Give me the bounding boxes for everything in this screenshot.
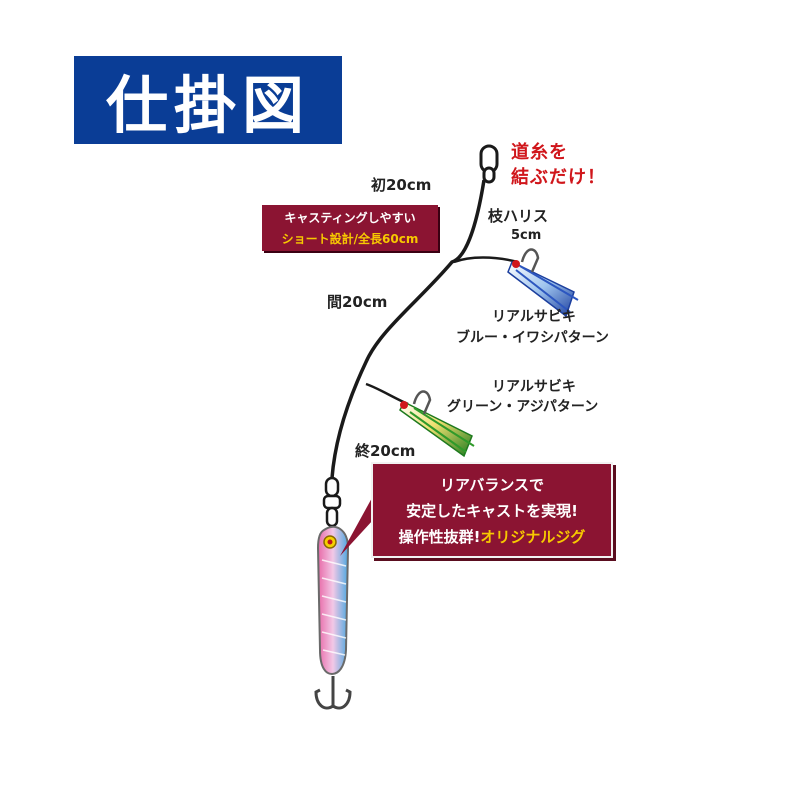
sabiki-lure-green (399, 390, 475, 458)
page-title: 仕掛図 (105, 69, 310, 142)
top-swivel (479, 144, 499, 184)
promo-line-1: キャスティングしやすい (284, 211, 416, 225)
branch-leader-2 (365, 382, 409, 406)
branch-leader-length: 5cm (511, 228, 542, 243)
jig-callout-line-1: リアバランスで (439, 476, 545, 494)
jig-swivels (322, 476, 342, 528)
sabiki-1-label: リアルサビキ (492, 306, 576, 326)
last-section-label: 終20cm (355, 442, 416, 460)
sabiki-2-name: リアルサビキ (492, 379, 576, 395)
sabiki-2-pattern: グリーン・アジパターン (447, 399, 599, 415)
branch-leader-title: 枝ハリス (488, 207, 549, 225)
metal-jig (316, 525, 350, 676)
callout-pointer (340, 496, 373, 556)
first-section-label: 初20cm (371, 176, 432, 194)
jig-callout-line-3: 操作性抜群!オリジナルジグ (373, 526, 611, 547)
branch-leader-1 (453, 256, 519, 264)
jig-callout-highlight: オリジナルジグ (480, 528, 586, 546)
sabiki-1-name: リアルサビキ (492, 309, 576, 325)
jig-callout-prefix: 操作性抜群! (398, 528, 481, 546)
promo-badge: キャスティングしやすい ショート設計/全長60cm (262, 205, 438, 251)
jig-callout-box: リアバランスで 安定したキャストを実現! 操作性抜群!オリジナルジグ (371, 462, 613, 558)
main-line (330, 179, 486, 479)
title-banner: 仕掛図 (74, 56, 342, 144)
callout-line-2: 結ぶだけ！ (511, 167, 606, 188)
promo-line-2: ショート設計/全長60cm (281, 232, 419, 246)
treble-hook (314, 676, 352, 710)
sabiki-lure-blue (507, 248, 579, 318)
main-line-callout: 道糸を 結ぶだけ！ (511, 140, 606, 190)
sabiki-1-pattern: ブルー・イワシパターン (456, 330, 609, 346)
middle-section-label: 間20cm (327, 293, 388, 311)
jig-callout-line-2: 安定したキャストを実現! (406, 502, 578, 520)
callout-line-1: 道糸を (511, 142, 568, 163)
